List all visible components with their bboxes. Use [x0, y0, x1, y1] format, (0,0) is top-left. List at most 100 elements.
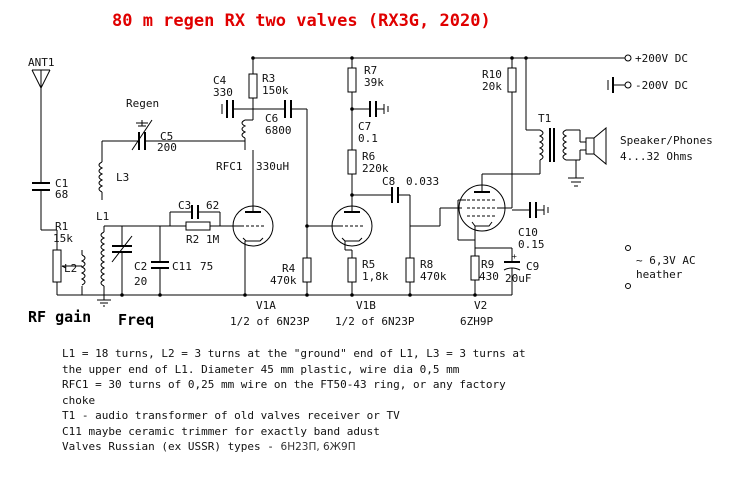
l2-ref: L2 [64, 262, 77, 275]
notes-block: L1 = 18 turns, L2 = 3 turns at the "grou… [62, 346, 662, 456]
speaker-icon [579, 126, 607, 166]
note-line: the upper end of L1. Diameter 45 mm plas… [62, 362, 460, 376]
r7-resistor-icon [347, 67, 357, 93]
c6-capacitor-icon [284, 100, 292, 118]
rfc1-value: 330uH [256, 160, 289, 173]
r3-resistor-icon [248, 73, 258, 99]
v1b-valve-icon [331, 195, 373, 250]
rfc1-choke-icon [241, 119, 247, 139]
r5-resistor-icon [347, 257, 357, 283]
c10-value: 0.15 [518, 238, 545, 251]
l3-coil-icon [98, 161, 104, 193]
c6-ref: C6 [265, 112, 278, 125]
note-line: C11 maybe ceramic trimmer for exactly ba… [62, 424, 380, 438]
r8-resistor-icon [405, 257, 415, 283]
c3-capacitor-icon [191, 205, 199, 219]
c5-ref: C5 [160, 130, 173, 143]
c9-value: 20uF [505, 272, 532, 285]
r9-resistor-icon [470, 255, 480, 281]
c11-ref: C11 [172, 260, 192, 273]
r3-value: 150k [262, 84, 289, 97]
svg-text:+: + [512, 252, 517, 261]
v1a-type: 1/2 of 6N23P [230, 315, 310, 328]
c8-ref: C8 [382, 175, 395, 188]
c10-capacitor-icon [529, 202, 549, 218]
regen-label: Regen [126, 97, 159, 110]
r1-value: 15k [53, 232, 73, 245]
v2-type: 6ZH9P [460, 315, 493, 328]
heater-label: heather [636, 268, 683, 281]
minus-terminal-icon [624, 81, 632, 89]
r5-ref: R5 [362, 258, 375, 271]
r8-value: 470k [420, 270, 447, 283]
c8-value: 0.033 [406, 175, 439, 188]
r2-resistor-icon [185, 221, 211, 231]
heater-terminal-icon [625, 245, 631, 251]
v1a-valve-icon [232, 205, 274, 295]
note-line: RFC1 = 30 turns of 0,25 mm wire on the F… [62, 378, 506, 391]
l3-ref: L3 [116, 171, 129, 184]
c2-value: 20 [134, 275, 147, 288]
r2-ref: R2 [186, 233, 199, 246]
v1b-ref: V1B [356, 299, 376, 312]
l1-ref: L1 [96, 210, 109, 223]
r3-ref: R3 [262, 72, 275, 85]
c4-capacitor-icon [221, 100, 234, 118]
c3-value: 62 [206, 199, 219, 212]
c6-value: 6800 [265, 124, 292, 137]
t1-ref: T1 [538, 112, 551, 125]
r6-resistor-icon [347, 149, 357, 175]
valve-types-cyrillic: 6Н23П, 6Ж9П [280, 441, 356, 453]
c2-ref: C2 [134, 260, 147, 273]
r1-ref: R1 [55, 220, 68, 233]
c10-ref: C10 [518, 226, 538, 239]
supply-minus-label: -200V DC [635, 79, 688, 92]
c1-ref: C1 [55, 177, 68, 190]
v2-ref: V2 [474, 299, 487, 312]
r10-resistor-icon [507, 67, 517, 93]
note-line: L1 = 18 turns, L2 = 3 turns at the "grou… [62, 347, 526, 360]
c7-capacitor-icon [369, 101, 389, 117]
r9-value: 430 [479, 270, 499, 283]
v2-valve-icon [458, 176, 506, 232]
plus-terminal-icon [624, 54, 632, 62]
r2-value: 1M [206, 233, 220, 246]
l2-coil-icon [80, 254, 86, 286]
antenna-label: ANT1 [28, 56, 55, 69]
supply-plus-label: +200V DC [635, 52, 688, 65]
c5-value: 200 [157, 141, 177, 154]
c7-value: 0.1 [358, 132, 378, 145]
r7-ref: R7 [364, 64, 377, 77]
r1-potentiometer-icon [52, 249, 62, 283]
c9-ref: C9 [526, 260, 539, 273]
r9-ref: R9 [481, 258, 494, 271]
c1-capacitor-icon [32, 182, 50, 191]
t1-transformer-icon [538, 128, 568, 162]
freq-label: Freq [118, 311, 154, 329]
c8-capacitor-icon [391, 187, 399, 203]
c11-capacitor-icon [151, 261, 169, 269]
r4-resistor-icon [302, 257, 312, 283]
note-valves-text: Valves Russian (ex USSR) types - [62, 440, 281, 453]
note-line-valves: Valves Russian (ex USSR) types - 6Н23П, … [62, 439, 662, 456]
r5-value: 1,8k [362, 270, 389, 283]
r10-value: 20k [482, 80, 502, 93]
c4-value: 330 [213, 86, 233, 99]
r7-value: 39k [364, 76, 384, 89]
heater-terminal-icon-2 [625, 283, 631, 289]
rfc1-ref: RFC1 [216, 160, 243, 173]
r4-value: 470k [270, 274, 297, 287]
c11-value: 75 [200, 260, 213, 273]
heater-voltage: ~ 6,3V AC [636, 254, 696, 267]
v1a-ref: V1A [256, 299, 276, 312]
v1b-type: 1/2 of 6N23P [335, 315, 415, 328]
speaker-impedance: 4...32 Ohms [620, 150, 693, 163]
r6-value: 220k [362, 162, 389, 175]
rf-gain-label: RF gain [28, 308, 91, 326]
r4-ref: R4 [282, 262, 296, 275]
c1-value: 68 [55, 188, 68, 201]
l1-coil-icon [100, 231, 106, 287]
speaker-label: Speaker/Phones [620, 134, 713, 147]
note-line: choke [62, 393, 96, 407]
